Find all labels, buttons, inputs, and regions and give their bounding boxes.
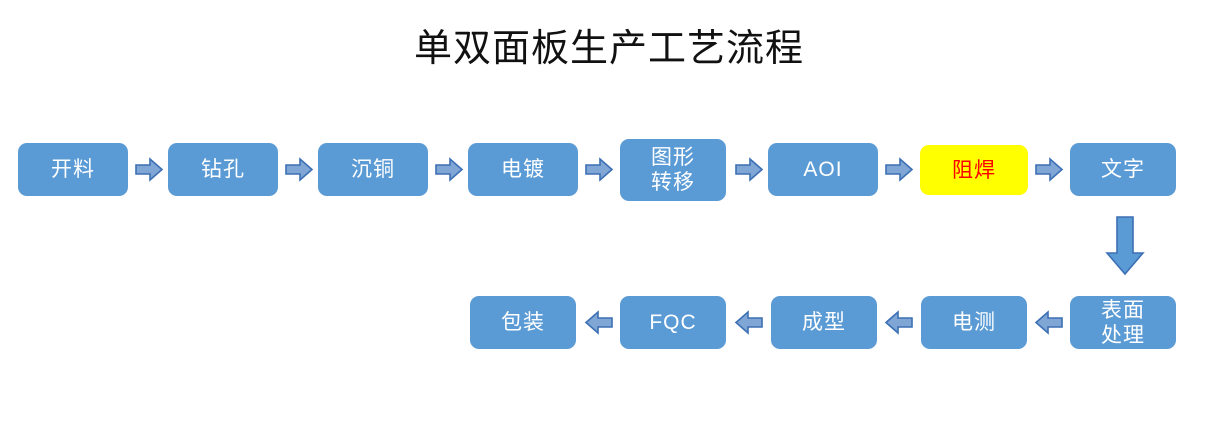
node-label-line: 文字 <box>1101 158 1145 181</box>
process-node-kailiao[interactable]: 开料 <box>18 143 128 196</box>
process-node-dience[interactable]: 电测 <box>921 296 1027 349</box>
flow-arrow-down-1 <box>1105 216 1145 276</box>
node-label: 表面 处理 <box>1070 298 1176 348</box>
flow-arrow-right-2 <box>285 157 314 182</box>
node-label: 电镀 <box>468 157 578 182</box>
node-label-line: 转移 <box>651 171 695 194</box>
node-label: 成型 <box>771 310 877 335</box>
flow-arrow-right-6 <box>885 157 914 182</box>
node-label: 包装 <box>470 310 576 335</box>
process-node-wenzi[interactable]: 文字 <box>1070 143 1176 196</box>
node-label-line: 图形 <box>651 146 695 169</box>
process-node-fqc[interactable]: FQC <box>620 296 726 349</box>
page-title: 单双面板生产工艺流程 <box>413 28 804 70</box>
node-label-line: 处理 <box>1101 323 1145 347</box>
node-label: 阻焊 <box>920 158 1028 183</box>
node-label: 文字 <box>1070 157 1176 182</box>
node-label-line: 表面 <box>1101 298 1145 322</box>
node-label-line: 沉铜 <box>351 158 395 181</box>
process-node-zuhan[interactable]: 阻焊 <box>920 145 1028 195</box>
node-label-line: 开料 <box>51 158 95 181</box>
node-label-line: 阻焊 <box>952 158 996 182</box>
flow-arrow-right-3 <box>435 157 464 182</box>
process-node-chentong[interactable]: 沉铜 <box>318 143 428 196</box>
node-label-line: 电镀 <box>501 158 545 181</box>
node-label-line: FQC <box>649 311 697 334</box>
node-label: AOI <box>768 157 878 182</box>
process-node-diandu[interactable]: 电镀 <box>468 143 578 196</box>
flow-arrow-left-4 <box>584 310 613 335</box>
process-node-tuxingzhuanyi[interactable]: 图形 转移 <box>620 139 726 201</box>
node-label-line: 电测 <box>952 311 996 334</box>
process-node-biaomianchuli[interactable]: 表面 处理 <box>1070 296 1176 349</box>
flow-arrow-right-7 <box>1035 157 1064 182</box>
process-node-baozhuang[interactable]: 包装 <box>470 296 576 349</box>
node-label-line: AOI <box>803 158 843 181</box>
process-node-aoi[interactable]: AOI <box>768 143 878 196</box>
flow-arrow-left-2 <box>884 310 913 335</box>
node-label: 沉铜 <box>318 157 428 182</box>
flow-arrow-left-3 <box>734 310 763 335</box>
node-label-line: 成型 <box>802 311 846 334</box>
flow-arrow-right-1 <box>135 157 164 182</box>
node-label: FQC <box>620 310 726 335</box>
node-label: 开料 <box>18 157 128 182</box>
node-label: 电测 <box>921 310 1027 335</box>
flow-arrow-right-5 <box>735 157 764 182</box>
node-label: 钻孔 <box>168 157 278 182</box>
node-label-line: 钻孔 <box>201 158 245 181</box>
flow-arrow-left-1 <box>1034 310 1063 335</box>
flow-arrow-right-4 <box>585 157 614 182</box>
node-label: 图形 转移 <box>620 145 726 195</box>
node-label-line: 包装 <box>501 311 545 334</box>
process-node-zuankong[interactable]: 钻孔 <box>168 143 278 196</box>
process-node-chengxing[interactable]: 成型 <box>771 296 877 349</box>
